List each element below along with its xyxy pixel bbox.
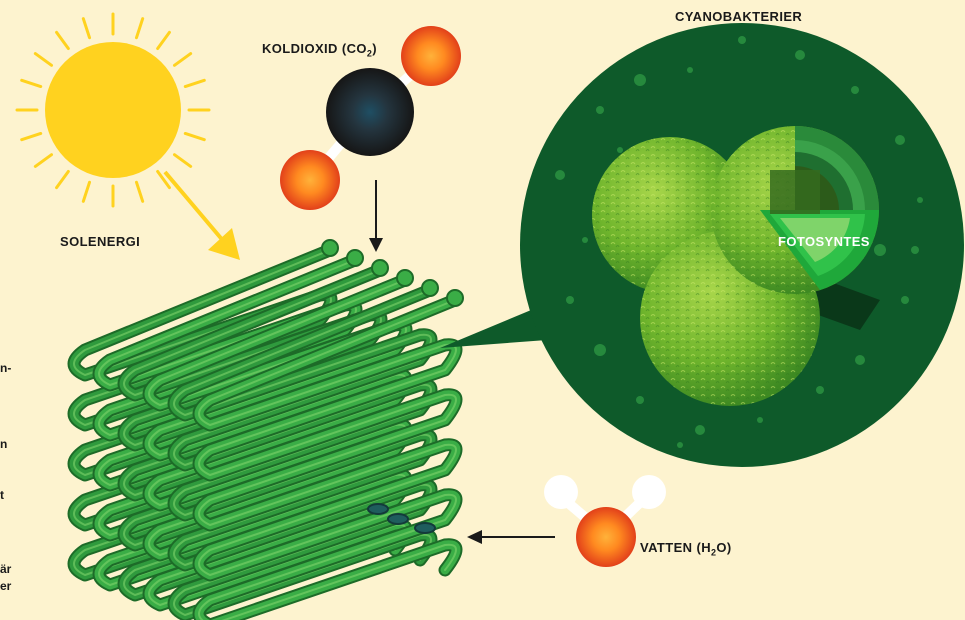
fotosyntes-label: FOTOSYNTES: [778, 234, 870, 249]
sun-icon: [17, 14, 209, 206]
cyanobacteria-cut-cell-icon: [711, 126, 879, 294]
left-edge-text-fragment: t: [0, 488, 4, 502]
left-edge-text-fragment: n-: [0, 361, 11, 375]
vatten-label: VATTEN (H2O): [640, 540, 732, 558]
solenergi-label: SOLENERGI: [60, 234, 140, 249]
left-edge-text-fragment: n: [0, 437, 7, 451]
sunlight-arrow: [165, 172, 240, 260]
co2-input-arrow: [369, 180, 383, 252]
cyanobakterier-label: CYANOBAKTERIER: [675, 9, 802, 24]
left-edge-text-fragment: er: [0, 579, 11, 593]
photobioreactor-tubes-icon: [74, 240, 463, 620]
co2-label: KOLDIOXID (CO2): [262, 41, 377, 59]
water-input-arrow: [467, 530, 555, 544]
left-edge-text-fragment: är: [0, 562, 11, 576]
cyanobacteria-zoom-circle: [520, 23, 964, 467]
